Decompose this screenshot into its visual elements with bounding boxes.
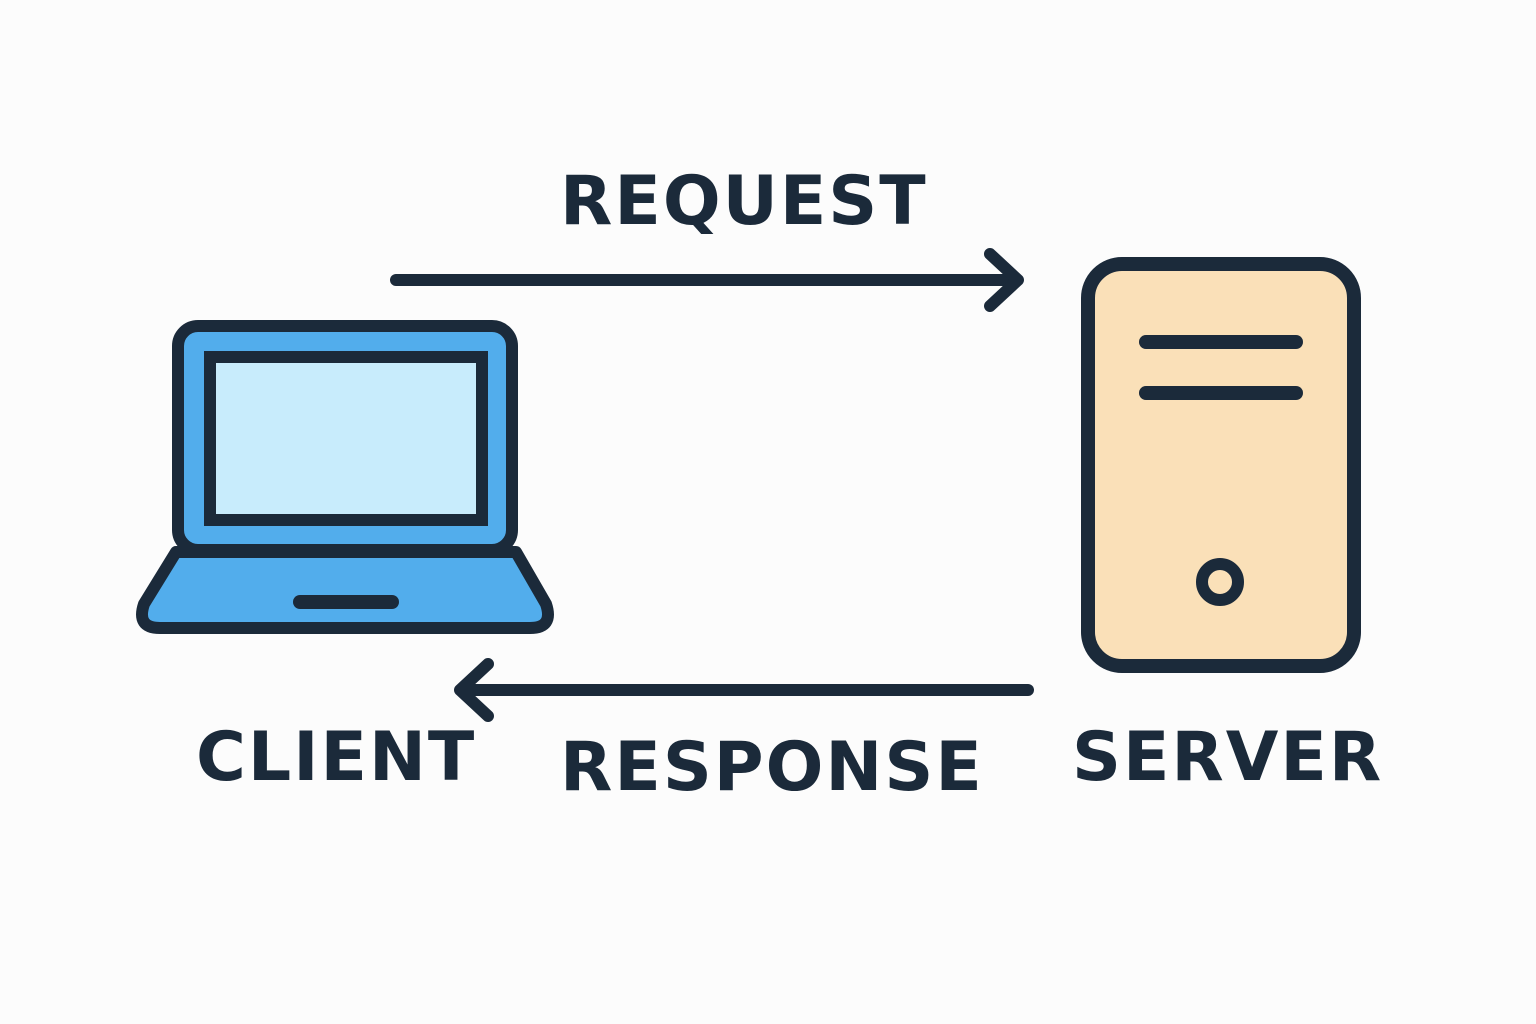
response-label: RESPONSE: [560, 728, 984, 807]
request-arrow: [390, 248, 1024, 312]
response-arrow: [454, 658, 1034, 722]
server-label: SERVER: [1072, 718, 1384, 797]
request-label: REQUEST: [560, 162, 928, 241]
client-label: CLIENT: [196, 718, 477, 797]
laptop-icon: [136, 320, 554, 634]
server-icon: [1081, 257, 1361, 673]
